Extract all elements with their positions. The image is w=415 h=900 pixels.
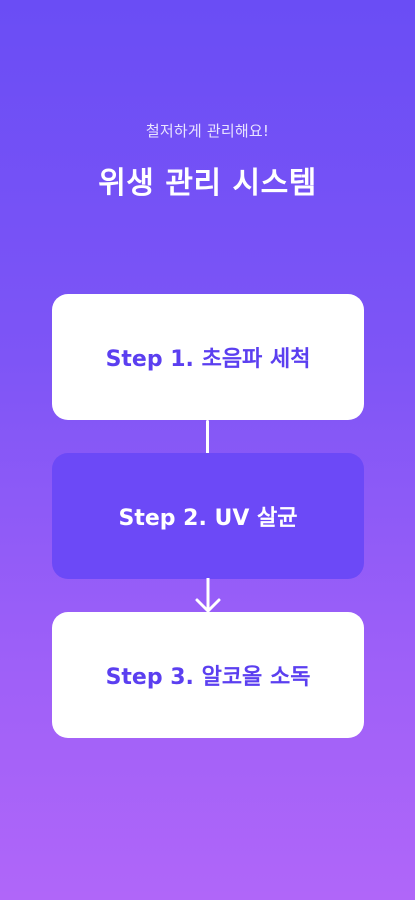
step-1-card: Step 1. 초음파 세척	[52, 294, 364, 420]
step-2-label: Step 2. UV 살균	[118, 506, 298, 531]
connector-line	[206, 420, 209, 454]
step-3-card: Step 3. 알코올 소독	[52, 612, 364, 738]
page-subtitle: 철저하게 관리해요!	[145, 122, 270, 140]
step-2-card: Step 2. UV 살균	[52, 453, 364, 579]
page-title: 위생 관리 시스템	[98, 166, 317, 201]
arrow-down-icon	[195, 578, 221, 613]
step-3-label: Step 3. 알코올 소독	[105, 665, 311, 690]
step-1-label: Step 1. 초음파 세척	[105, 347, 311, 372]
